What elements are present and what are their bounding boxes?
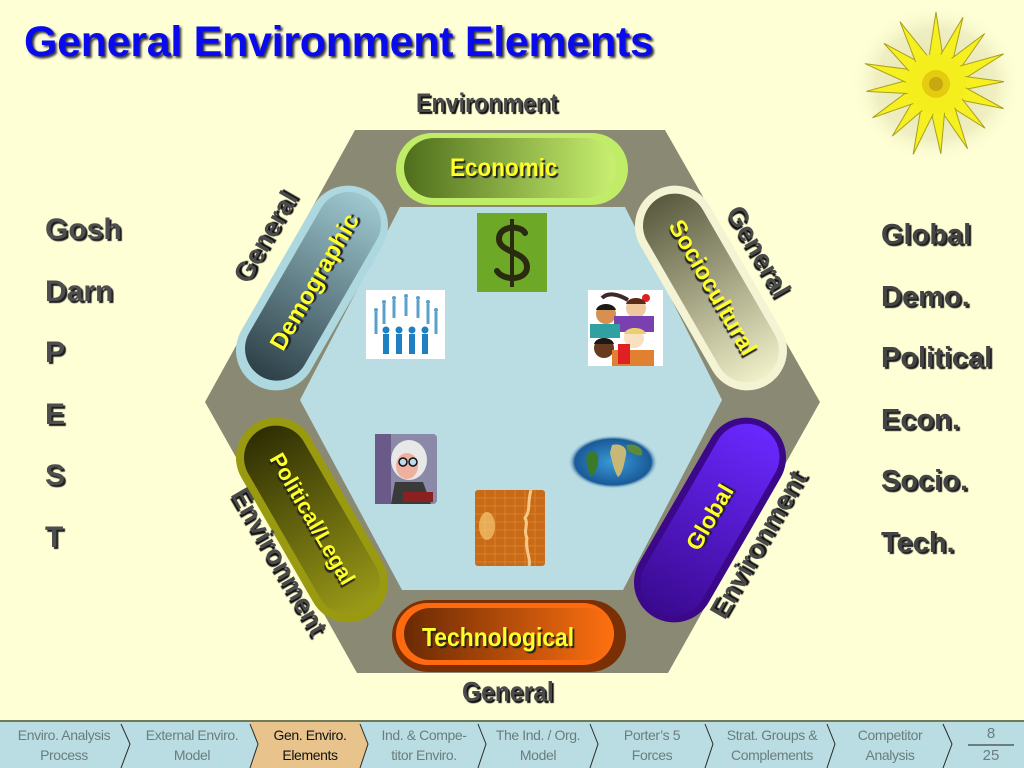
- nav-gen-enviro-elements[interactable]: Gen. Enviro. Elements: [273, 727, 347, 763]
- label-top-environment: Environment: [416, 88, 558, 118]
- right-elements-list: Global Demo. Political Econ. Socio. Tech…: [881, 220, 992, 589]
- global-pill: [634, 417, 786, 623]
- political-legal-pill: [236, 417, 388, 623]
- page-indicator: 8 25: [966, 724, 1016, 765]
- demographic-pill: [236, 185, 388, 391]
- people-circle-icon: [366, 290, 445, 359]
- sociocultural-pill: [635, 185, 787, 391]
- nav-porters-5-forces[interactable]: Porter’s 5 Forces: [623, 727, 681, 763]
- left-list-item: T: [45, 520, 64, 554]
- diverse-children-icon: [588, 290, 663, 366]
- left-list-item: P: [45, 336, 66, 369]
- nav-competitor-analysis[interactable]: Competitor Analysis: [857, 727, 923, 763]
- segment-label-economic: Economic: [450, 154, 558, 182]
- flower-icon: [850, 4, 1022, 164]
- left-list-item: E: [45, 397, 66, 431]
- left-acronym-list: Gosh Darn P E S T: [45, 215, 122, 584]
- left-list-item: Darn: [45, 274, 114, 308]
- nav-strat-groups-complements[interactable]: Strat. Groups & Complements: [726, 727, 818, 763]
- digital-face-icon: [475, 490, 545, 566]
- label-bottom-general: General: [462, 676, 554, 707]
- segment-label-technological: Technological: [422, 622, 575, 652]
- nav-external-enviro-model[interactable]: External Enviro. Model: [145, 727, 239, 763]
- right-list-item: Socio.: [881, 465, 969, 497]
- world-globe-icon: [568, 435, 658, 489]
- active-item-background: [250, 722, 368, 768]
- page-divider: [968, 744, 1014, 746]
- right-list-item: Demo.: [881, 280, 970, 313]
- judge-cartoon-icon: [375, 434, 437, 504]
- page-total: 25: [982, 747, 1000, 764]
- right-list-item: Econ.: [881, 403, 960, 436]
- dollar-sign-grass-icon: [477, 213, 547, 292]
- left-list-item: S: [45, 459, 66, 492]
- nav-ind-competitor-enviro[interactable]: Ind. & Compe- titor Enviro.: [381, 727, 467, 763]
- page-current: 8: [986, 725, 996, 742]
- nav-enviro-analysis-process[interactable]: Enviro. Analysis Process: [17, 727, 111, 763]
- section-navbar: Enviro. Analysis Process External Enviro…: [0, 720, 1024, 768]
- slide-title: General Environment Elements: [24, 18, 654, 66]
- left-list-item: Gosh: [45, 213, 122, 246]
- nav-ind-org-model[interactable]: The Ind. / Org. Model: [495, 727, 581, 763]
- economic-pill: [396, 133, 628, 205]
- technological-pill: [392, 600, 626, 672]
- navbar-chevrons: [120, 722, 953, 768]
- right-list-item: Global: [881, 219, 972, 251]
- right-list-item: Tech.: [881, 526, 955, 559]
- right-list-item: Political: [881, 342, 993, 374]
